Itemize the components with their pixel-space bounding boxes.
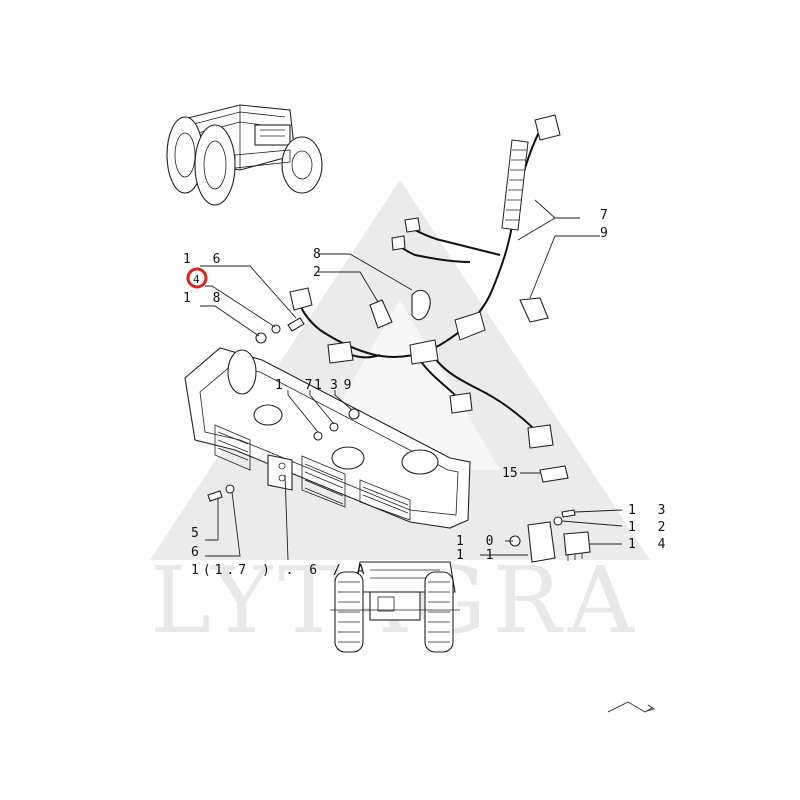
lamp-panel-assembly — [184, 347, 471, 529]
callout-2[interactable]: 2 — [313, 265, 328, 280]
leader-lines — [200, 199, 623, 561]
callout-15[interactable]: 15 — [502, 466, 518, 481]
callout-4[interactable]: 4 — [193, 273, 200, 286]
callout-12[interactable]: 1 2 — [628, 520, 672, 535]
next-page-arrow-icon[interactable] — [607, 701, 655, 713]
tractor-front-view-icon — [330, 561, 460, 653]
callout-14[interactable]: 1 4 — [628, 537, 672, 552]
highlight-marker[interactable] — [186, 267, 208, 289]
callout-18[interactable]: 1 8 — [183, 291, 227, 306]
relay-bracket — [527, 521, 591, 563]
callout-7[interactable]: 7 — [600, 208, 615, 223]
reference-code[interactable]: 1(1.7 ) . 6 / A — [191, 563, 368, 578]
harness-connectors — [289, 114, 569, 483]
callout-10[interactable]: 1 0 — [456, 534, 500, 549]
callout-17[interactable]: 1 7 — [275, 378, 319, 393]
callout-3[interactable]: 3 — [330, 378, 345, 393]
callout-8[interactable]: 8 — [313, 247, 328, 262]
fasteners — [207, 317, 576, 547]
callout-13[interactable]: 1 3 — [628, 503, 672, 518]
callout-11[interactable]: 1 1 — [456, 548, 500, 563]
callout-16[interactable]: 1 6 — [183, 252, 227, 267]
callout-6[interactable]: 6 — [191, 545, 206, 560]
callout-19[interactable]: 1 9 — [314, 378, 358, 393]
callout-9[interactable]: 9 — [600, 226, 615, 241]
tractor-side-view-icon — [166, 104, 323, 206]
callout-labels: 1 6 4 1 8 8 2 7 9 1 7 1 9 3 15 1 3 1 2 1… — [183, 208, 672, 578]
wiring-harness — [297, 129, 541, 431]
callout-5[interactable]: 5 — [191, 526, 206, 541]
